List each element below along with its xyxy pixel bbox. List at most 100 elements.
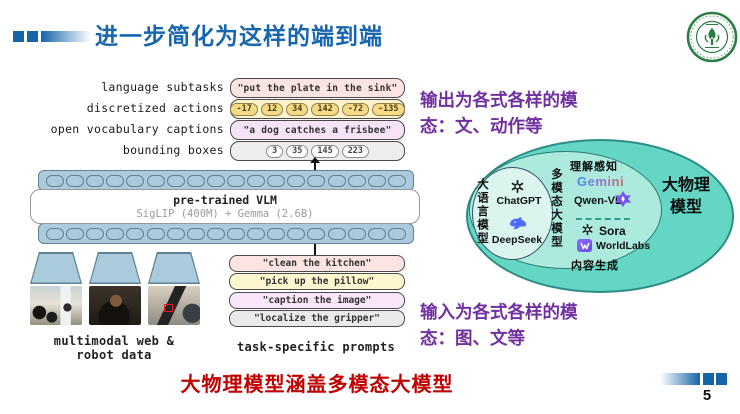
input-modality-note: 输入为各式各样的模 态：图、文等 xyxy=(420,302,578,348)
vlm-detail: SigLIP (400M) + Gemma (2.6B) xyxy=(136,208,314,220)
token-band-bottom xyxy=(38,223,414,244)
token-oval xyxy=(126,174,145,187)
venn-inner-circle xyxy=(472,167,553,260)
chatgpt-label: ChatGPT xyxy=(496,195,542,207)
token-oval xyxy=(126,227,145,240)
right-figure-caption: task-specific prompts xyxy=(236,340,396,354)
header-deco-square xyxy=(27,31,38,42)
footer-deco-bar xyxy=(660,373,700,385)
token-oval xyxy=(106,174,125,187)
action-token: -135 xyxy=(372,102,405,116)
prompt-box: "clean the kitchen" xyxy=(229,255,405,272)
token-oval xyxy=(307,174,326,187)
understanding-label: 理解感知 xyxy=(570,161,618,173)
bbox-token: 35 xyxy=(286,144,309,158)
output-arrow-line xyxy=(314,162,316,171)
kitchen-photo xyxy=(30,286,82,325)
token-oval xyxy=(46,227,64,240)
token-oval xyxy=(347,174,366,187)
token-oval xyxy=(247,174,266,187)
header-deco-bar xyxy=(41,31,91,42)
llm-vertical-label: 大语言模型 xyxy=(476,178,488,246)
footer-deco-square xyxy=(716,373,727,385)
footer-note: 大物理模型涵盖多模态大模型 xyxy=(180,374,454,396)
image-encoder-trapezoid xyxy=(89,252,141,284)
qwen-icon xyxy=(614,190,632,213)
output-label-discretized-actions: discretized actions xyxy=(86,101,224,115)
token-oval xyxy=(166,174,185,187)
header-deco-square xyxy=(13,31,24,42)
output-box-discretized-actions: -17 12 34 142 -72 -135 xyxy=(230,99,405,119)
token-oval xyxy=(267,174,286,187)
token-oval xyxy=(166,227,185,240)
token-band-top xyxy=(38,170,414,191)
token-oval xyxy=(226,227,245,240)
token-oval xyxy=(106,227,125,240)
worldlabs-label: WorldLabs xyxy=(596,240,651,252)
output-label-language-subtasks: language subtasks xyxy=(101,80,224,94)
token-oval xyxy=(226,174,245,187)
token-oval xyxy=(146,227,165,240)
gemini-label: Gemini xyxy=(577,174,625,189)
token-oval xyxy=(66,174,85,187)
output-modality-note: 输出为各式各样的模 态：文、动作等 xyxy=(420,90,578,136)
person-photo xyxy=(89,286,141,325)
university-logo-icon xyxy=(686,11,738,68)
bbox-token: 223 xyxy=(341,144,370,158)
output-box-open-vocabulary-captions: "a dog catches a frisbee" xyxy=(230,120,405,140)
image-encoder-trapezoid xyxy=(30,252,82,284)
vlm-box: pre-trained VLM SigLIP (400M) + Gemma (2… xyxy=(30,189,420,224)
token-oval xyxy=(307,227,326,240)
prompt-connector-line xyxy=(314,244,316,255)
token-oval xyxy=(387,174,406,187)
token-oval xyxy=(206,174,225,187)
token-oval xyxy=(287,227,306,240)
generation-label: 内容生成 xyxy=(571,260,619,272)
token-oval xyxy=(186,227,205,240)
worldlabs-icon xyxy=(577,239,592,252)
token-oval xyxy=(327,174,346,187)
prompt-box: "pick up the pillow" xyxy=(229,273,405,290)
output-box-bounding-boxes: 3 35 145 223 xyxy=(230,141,405,161)
sora-icon xyxy=(581,223,594,241)
token-oval xyxy=(267,227,286,240)
prompt-box: "caption the image" xyxy=(229,292,405,309)
qwen-label: Qwen-VL xyxy=(574,195,622,207)
page-number: 5 xyxy=(702,387,712,404)
image-encoder-trapezoid xyxy=(148,252,200,284)
footer-deco-square xyxy=(703,373,714,385)
sora-label: Sora xyxy=(599,224,626,238)
token-oval xyxy=(367,227,386,240)
token-oval xyxy=(247,227,266,240)
bbox-token: 145 xyxy=(311,144,339,158)
venn-divider xyxy=(576,218,630,220)
output-label-bounding-boxes: bounding boxes xyxy=(122,143,224,157)
multimodal-vertical-label: 多模态大模型 xyxy=(550,168,562,249)
token-oval xyxy=(387,227,406,240)
action-token: -72 xyxy=(341,102,370,116)
bbox-token: 3 xyxy=(265,144,284,158)
output-value: "put the plate in the sink" xyxy=(237,82,398,94)
output-value: "a dog catches a frisbee" xyxy=(243,124,392,136)
token-oval xyxy=(206,227,225,240)
deepseek-label: DeepSeek xyxy=(491,234,543,246)
token-oval xyxy=(287,174,306,187)
bbox-annotation xyxy=(164,304,173,312)
token-oval xyxy=(327,227,346,240)
venn-outer-label: 大物理模型 xyxy=(661,177,710,216)
deepseek-icon xyxy=(508,216,528,237)
token-oval xyxy=(86,174,105,187)
output-box-language-subtasks: "put the plate in the sink" xyxy=(230,78,405,98)
token-oval xyxy=(86,227,105,240)
token-oval xyxy=(46,174,64,187)
output-label-open-vocabulary-captions: open vocabulary captions xyxy=(50,122,224,136)
token-oval xyxy=(186,174,205,187)
token-oval xyxy=(367,174,386,187)
token-oval xyxy=(146,174,165,187)
page-title: 进一步简化为这样的端到端 xyxy=(95,23,383,49)
token-oval xyxy=(347,227,366,240)
action-token: 142 xyxy=(311,102,339,116)
action-token: -17 xyxy=(230,102,258,116)
left-figure-caption: multimodal web & robot data xyxy=(53,334,175,362)
